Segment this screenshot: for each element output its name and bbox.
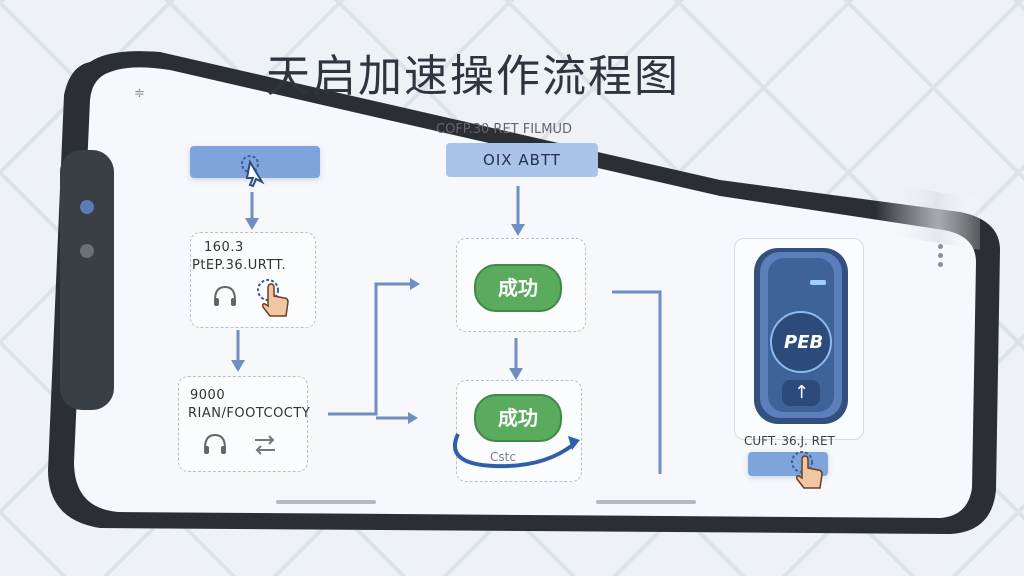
page-title: 天启加速操作流程图 [266, 51, 680, 102]
success-badge-top: 成功 [474, 264, 562, 312]
step-2-line2: RIAN/FOOTCOCTY [188, 406, 311, 421]
step-box-2 [178, 376, 308, 472]
success-badge-bottom: 成功 [474, 394, 562, 442]
curve-arrow-icon [452, 433, 580, 469]
hand-tap-icon [791, 451, 823, 489]
home-indicator-left [276, 500, 376, 504]
more-vertical-icon[interactable] [938, 244, 944, 271]
status-icon: ≑ [134, 86, 146, 101]
step-1-line2: PtEP.36.URTT. [192, 258, 287, 273]
headphone-icon [204, 433, 226, 454]
device-label: PEB [784, 332, 824, 353]
step-box-1 [190, 232, 316, 328]
hand-tap-icon [257, 279, 289, 317]
device-icon [754, 248, 848, 424]
step-2-line1: 9000 [190, 388, 226, 403]
device-arrow: ↑ [794, 382, 810, 403]
switch-arrows-icon [255, 435, 275, 455]
tap-cursor-icon [241, 155, 265, 188]
right-caption: CUFT. 36.J. RET [744, 434, 835, 448]
top-center-caption: COFP.30 RET FILMUD [436, 122, 573, 137]
step-1-line1: 160.3 [204, 240, 244, 255]
top-center-button[interactable]: OIX ABTT [446, 143, 598, 177]
home-indicator-right [596, 500, 696, 504]
headphone-icon [214, 285, 236, 306]
success-subtext: Cstc [490, 450, 516, 464]
